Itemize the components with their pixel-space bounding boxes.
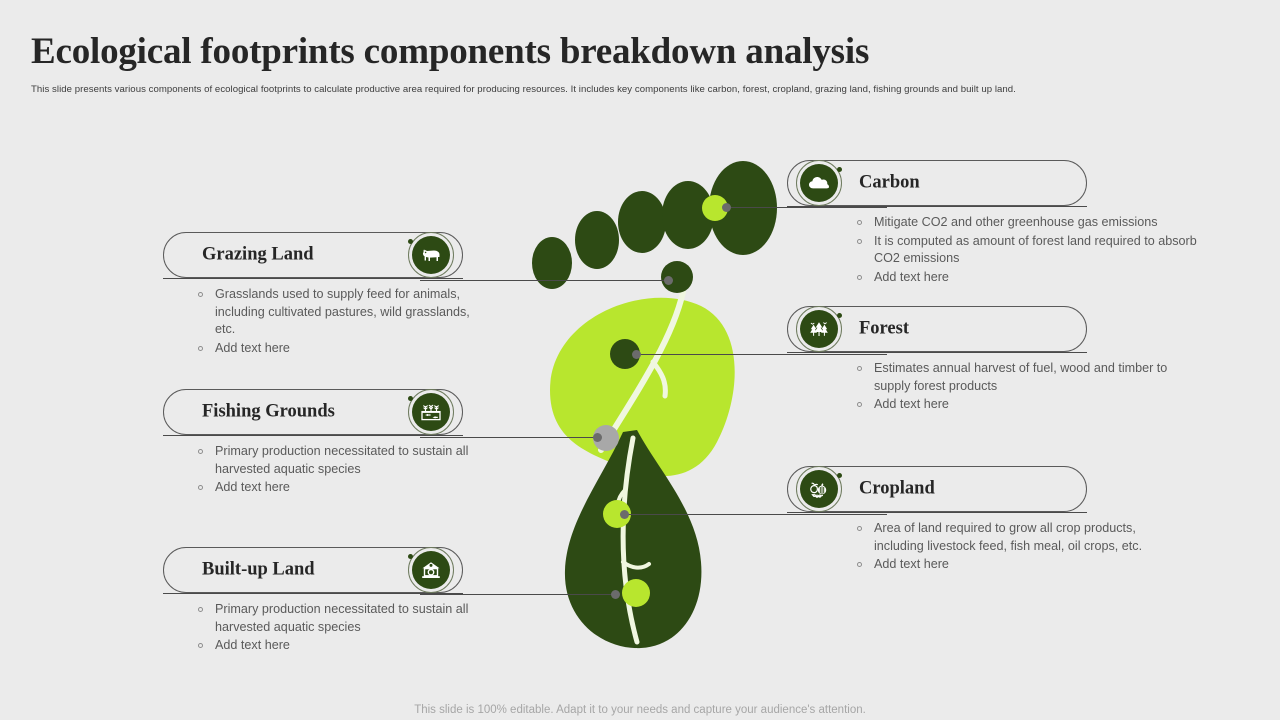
list-item: It is computed as amount of forest land …	[855, 233, 1205, 268]
carbon-bullets: Mitigate CO2 and other greenhouse gas em…	[855, 214, 1205, 287]
foot-heel-shape	[564, 430, 702, 649]
forest-title: Forest	[859, 318, 909, 339]
connector-builtup	[420, 594, 616, 595]
toe-1	[532, 237, 572, 289]
built-up-land-title: Built-up Land	[202, 559, 315, 580]
list-item: Mitigate CO2 and other greenhouse gas em…	[855, 214, 1205, 232]
ecological-footprint-illustration	[505, 150, 805, 650]
heel-vein-branch-b	[621, 560, 651, 570]
connector-grazing	[420, 280, 670, 281]
anchor-carbon	[702, 195, 728, 221]
connector-carbon	[727, 207, 887, 208]
grazing-land-pill[interactable]: Grazing Land	[163, 232, 463, 278]
toe-5-big	[709, 161, 777, 255]
fishing-grounds-title: Fishing Grounds	[202, 401, 335, 422]
component-carbon: Carbon Mitigate CO2 and other greenhouse…	[787, 160, 1197, 284]
connector-dot-cropland	[620, 510, 629, 519]
forest-pill[interactable]: Forest	[787, 306, 1087, 352]
built-up-land-underline	[163, 593, 463, 594]
cropland-pill[interactable]: Cropland	[787, 466, 1087, 512]
trees-icon: Forest	[796, 306, 909, 352]
toe-2	[575, 211, 619, 269]
component-grazing-land: Grazing Land Grasslands used to supply f…	[163, 232, 470, 355]
connector-cropland	[625, 514, 887, 515]
connector-dot-grazing	[664, 276, 673, 285]
connector-dot-builtup	[611, 590, 620, 599]
grazing-land-bullets: Grasslands used to supply feed for anima…	[196, 286, 486, 358]
list-item: Add text here	[855, 396, 1175, 414]
list-item: Add text here	[196, 479, 486, 497]
ball-vein-branch	[650, 359, 668, 399]
page-subtitle: This slide presents various components o…	[31, 84, 1016, 95]
heel-vein	[620, 435, 640, 645]
cropland-underline	[787, 512, 1087, 513]
list-item: Add text here	[855, 556, 1165, 574]
component-built-up-land: Built-up Land Primary production necessi…	[163, 547, 468, 652]
anchor-grazing	[661, 261, 693, 293]
component-fishing-grounds: Fishing Grounds Primary p	[163, 389, 468, 494]
cropland-title: Cropland	[859, 478, 935, 499]
anchor-cropland	[603, 500, 631, 528]
forest-underline	[787, 352, 1087, 353]
list-item: Grasslands used to supply feed for anima…	[196, 286, 486, 339]
built-up-land-bullets: Primary production necessitated to susta…	[196, 601, 476, 656]
toe-3	[618, 191, 666, 253]
connector-dot-carbon	[722, 203, 731, 212]
list-item: Area of land required to grow all crop p…	[855, 520, 1165, 555]
grazing-land-title: Grazing Land	[202, 244, 314, 265]
page-title: Ecological footprints components breakdo…	[31, 31, 870, 72]
anchor-forest	[610, 339, 640, 369]
anchor-fishing	[593, 425, 619, 451]
list-item: Add text here	[196, 637, 476, 655]
fishing-grounds-pill[interactable]: Fishing Grounds	[163, 389, 463, 435]
fishing-grounds-underline	[163, 435, 463, 436]
connector-dot-forest	[632, 350, 641, 359]
list-item: Add text here	[196, 340, 486, 358]
anchor-builtup	[622, 579, 650, 607]
carbon-pill[interactable]: Carbon	[787, 160, 1087, 206]
carbon-title: Carbon	[859, 172, 920, 193]
building-icon	[408, 547, 454, 593]
list-item: Primary production necessitated to susta…	[196, 601, 476, 636]
list-item: Add text here	[855, 269, 1205, 287]
component-cropland: Cropland Area of land required to grow a…	[787, 466, 1142, 571]
component-forest: Forest Estimates annual harvest of fuel,…	[787, 306, 1167, 411]
built-up-land-pill[interactable]: Built-up Land	[163, 547, 463, 593]
connector-fishing	[420, 437, 598, 438]
cow-icon	[408, 232, 454, 278]
connector-forest	[637, 354, 887, 355]
cropland-bullets: Area of land required to grow all crop p…	[855, 520, 1165, 575]
toe-4	[662, 181, 714, 249]
footer-note: This slide is 100% editable. Adapt it to…	[414, 704, 866, 716]
list-item: Primary production necessitated to susta…	[196, 443, 486, 478]
connector-dot-fishing	[593, 433, 602, 442]
list-item: Estimates annual harvest of fuel, wood a…	[855, 360, 1175, 395]
vegetables-icon: Cropland	[796, 466, 935, 512]
carbon-underline	[787, 206, 1087, 207]
forest-bullets: Estimates annual harvest of fuel, wood a…	[855, 360, 1175, 415]
fish-pond-icon	[408, 389, 454, 435]
cloud-icon: Carbon	[796, 160, 920, 206]
grazing-land-underline	[163, 278, 463, 279]
fishing-grounds-bullets: Primary production necessitated to susta…	[196, 443, 486, 498]
